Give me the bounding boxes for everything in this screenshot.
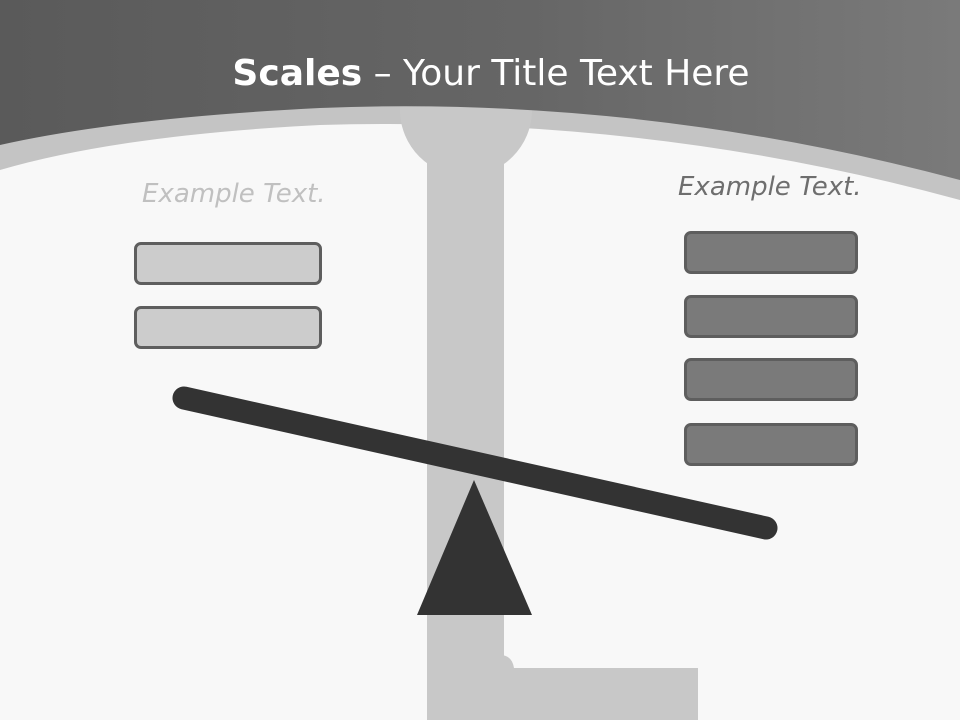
left-label: Example Text. — [142, 179, 326, 209]
right-label: Example Text. — [678, 172, 862, 202]
right-box-1 — [684, 231, 858, 274]
left-box-1 — [134, 242, 322, 285]
page-title: Scales – Your Title Text Here — [0, 52, 960, 96]
scale-stand — [400, 44, 698, 720]
scale-beam — [172, 386, 778, 540]
title-rest: – Your Title Text Here — [362, 53, 750, 94]
title-bold: Scales — [232, 53, 363, 94]
right-box-2 — [684, 295, 858, 338]
left-box-2 — [134, 306, 322, 349]
right-box-4 — [684, 423, 858, 466]
header-bar — [0, 0, 960, 180]
right-box-3 — [684, 358, 858, 401]
fulcrum-triangle — [417, 480, 532, 615]
